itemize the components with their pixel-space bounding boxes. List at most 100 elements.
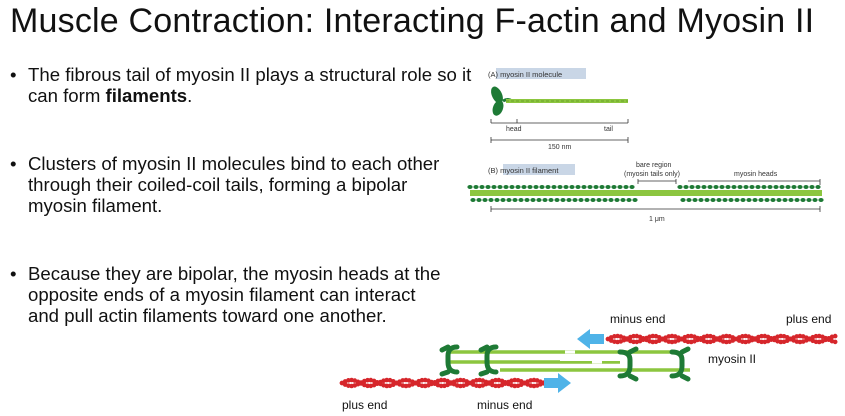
myosin-head-dot bbox=[506, 198, 512, 202]
myosin-head-dot bbox=[620, 198, 626, 202]
myosin-head-dot bbox=[764, 198, 770, 202]
myosin-head-dot bbox=[512, 198, 518, 202]
actin-subunit bbox=[438, 383, 444, 389]
myosin-head-dot bbox=[701, 185, 707, 189]
myosin-head-dot bbox=[746, 198, 752, 202]
myosin-head-dot bbox=[626, 198, 632, 202]
bullet-dot: • bbox=[10, 263, 17, 284]
myosin-head-dot bbox=[617, 185, 623, 189]
myosin-head-dot bbox=[476, 198, 482, 202]
myosin-head-dot bbox=[800, 198, 806, 202]
actin-subunit bbox=[631, 339, 636, 345]
myosin-head-dot bbox=[734, 198, 740, 202]
arrow-right-icon bbox=[544, 373, 571, 393]
myosin-head-dot bbox=[770, 198, 776, 202]
myosin-head-dot bbox=[710, 198, 716, 202]
myosin-head-dot bbox=[545, 185, 551, 189]
myosin-head-dot bbox=[749, 185, 755, 189]
myosin-head-dot bbox=[722, 198, 728, 202]
actin-subunit bbox=[832, 333, 838, 339]
myosin-head-dot bbox=[482, 198, 488, 202]
myosin-head-dot bbox=[596, 198, 602, 202]
myosin-head-dot bbox=[791, 185, 797, 189]
myosin-head-dot bbox=[587, 185, 593, 189]
myosin-head-dot bbox=[473, 185, 479, 189]
myosin-head-dot bbox=[479, 185, 485, 189]
actin-subunit bbox=[759, 339, 764, 345]
myosin-head-icon bbox=[491, 86, 503, 104]
myosin-head-right-2 bbox=[669, 349, 685, 379]
myosin-head-dot bbox=[599, 185, 605, 189]
myosin-head-dot bbox=[572, 198, 578, 202]
myosin-head-dot bbox=[782, 198, 788, 202]
myosin-head-dot bbox=[779, 185, 785, 189]
myosin-head-dot bbox=[566, 198, 572, 202]
myosin-head-dot bbox=[557, 185, 563, 189]
myosin-head-dot bbox=[758, 198, 764, 202]
myosin-head-dot bbox=[788, 198, 794, 202]
myosin-head-dot bbox=[707, 185, 713, 189]
myosin-head-dot bbox=[578, 198, 584, 202]
actin-subunit bbox=[365, 377, 370, 383]
bullet-text: Clusters of myosin II molecules bind to … bbox=[28, 153, 448, 216]
plus-end-bottom-label: plus end bbox=[342, 398, 387, 412]
myosin-head-dot bbox=[536, 198, 542, 202]
panel-a-label: (A) myosin II molecule bbox=[488, 70, 562, 79]
actin-subunit bbox=[493, 383, 498, 389]
actin-subunit bbox=[631, 333, 636, 339]
myosin-head-dot bbox=[494, 198, 500, 202]
myosin-head-dot bbox=[542, 198, 548, 202]
myosin-head-dot bbox=[539, 185, 545, 189]
slide-title: Muscle Contraction: Interacting F-actin … bbox=[10, 2, 815, 40]
panel-b-label: (B) myosin II filament bbox=[488, 166, 559, 175]
plus-end-top-label: plus end bbox=[786, 312, 831, 326]
myosin-head-dot bbox=[755, 185, 761, 189]
actin-subunit bbox=[704, 333, 710, 339]
myosin-head-dot bbox=[509, 185, 515, 189]
actin-subunit bbox=[493, 377, 498, 383]
myosin-head-dot bbox=[605, 185, 611, 189]
myosin-head-dot bbox=[560, 198, 566, 202]
myosin-head-dot bbox=[485, 185, 491, 189]
myosin-head-dot bbox=[809, 185, 815, 189]
myosin-head-dot bbox=[470, 198, 476, 202]
scale-label-b: 1 μm bbox=[649, 216, 665, 223]
myosin-head-dot bbox=[761, 185, 767, 189]
actin-subunit bbox=[759, 333, 764, 339]
bullet-text-bold: filaments bbox=[105, 85, 188, 106]
myosin-head-dot bbox=[629, 185, 635, 189]
myosin-head-dot bbox=[797, 185, 803, 189]
arrow-left-icon bbox=[577, 329, 604, 349]
scale-label-a: 150 nm bbox=[548, 144, 572, 151]
panel-a-label-box bbox=[496, 68, 586, 79]
myosin-head-dot bbox=[590, 198, 596, 202]
myosin-head-dot bbox=[767, 185, 773, 189]
myosin-head-dot bbox=[794, 198, 800, 202]
myosin-head-dot bbox=[686, 198, 692, 202]
myosin-head-dot bbox=[503, 185, 509, 189]
myosin-filament-c bbox=[447, 350, 690, 372]
myosin-head-dot bbox=[776, 198, 782, 202]
bullet-dot: • bbox=[10, 64, 17, 85]
actin-filament-bottom bbox=[339, 377, 546, 389]
myosin-head-dot bbox=[704, 198, 710, 202]
myosin-head-dot bbox=[584, 198, 590, 202]
bullet-dot: • bbox=[10, 153, 17, 174]
bullet-text-main: Because they are bipolar, the myosin hea… bbox=[28, 263, 441, 326]
actin-subunit bbox=[704, 339, 710, 345]
myosin-head-dot bbox=[743, 185, 749, 189]
myosin-head-dot bbox=[812, 198, 818, 202]
myosin-head-dot bbox=[608, 198, 614, 202]
myosin-head-dot bbox=[632, 198, 638, 202]
myosin-head-dot bbox=[815, 185, 821, 189]
myosin-head-dot bbox=[500, 198, 506, 202]
myosin-head-dot bbox=[548, 198, 554, 202]
myosin-head-dot bbox=[497, 185, 503, 189]
myosin-head-dot bbox=[680, 198, 686, 202]
tail-label: tail bbox=[604, 126, 613, 133]
myosin-head-dot bbox=[773, 185, 779, 189]
myosin-head-dot bbox=[521, 185, 527, 189]
myosin-head-dot bbox=[698, 198, 704, 202]
myosin-ii-label: myosin II bbox=[708, 352, 756, 366]
